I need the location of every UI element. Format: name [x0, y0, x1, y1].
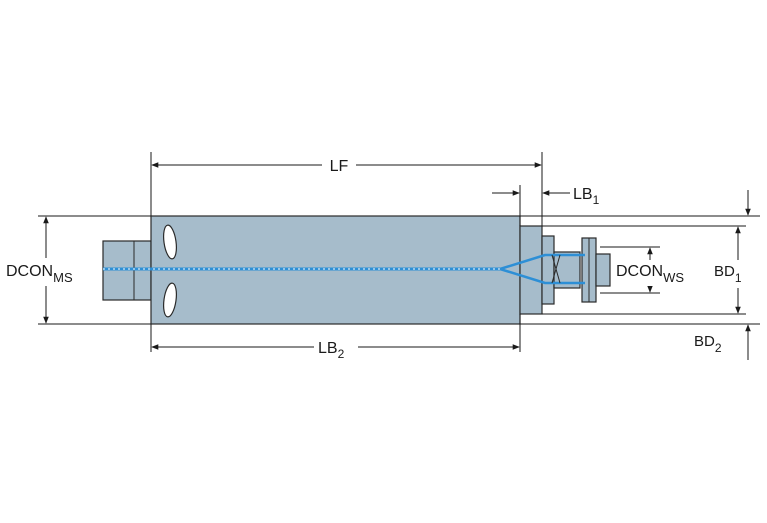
label-lb1: LB1 [573, 186, 600, 207]
label-bd2: BD2 [694, 333, 722, 355]
coolant-channels [103, 253, 585, 285]
slot-bottom [163, 282, 177, 318]
front-step [519, 225, 543, 315]
slot-top [163, 224, 177, 260]
label-lf: LF [330, 158, 349, 175]
label-dcon-ms: DCONMS [6, 263, 73, 285]
label-lb2: LB2 [318, 340, 345, 361]
label-bd1: BD1 [714, 263, 742, 285]
dimension-labels: LF LB1 LB2 DCONMS DCONWS BD1 BD2 [4, 154, 752, 361]
label-dcon-ws: DCONWS [616, 263, 684, 285]
